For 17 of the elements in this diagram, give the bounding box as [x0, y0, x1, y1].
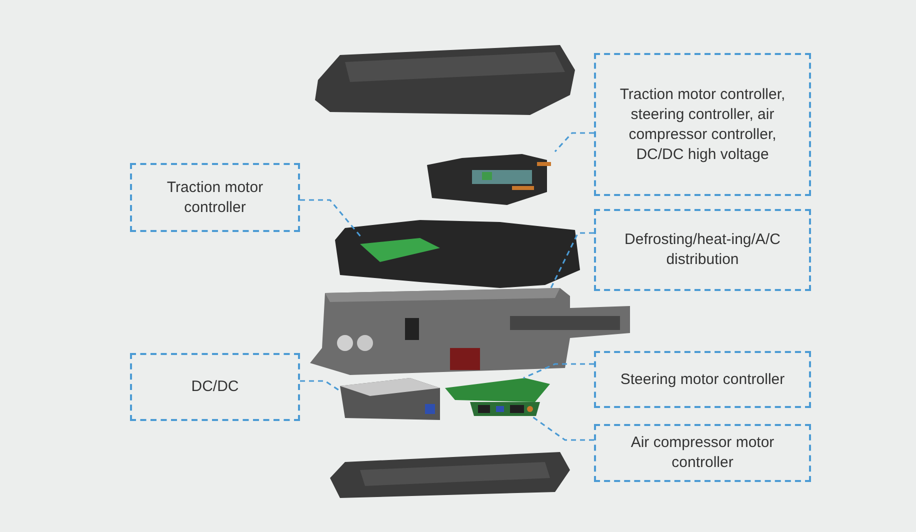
callout-box: Traction motor controller, steering controller, air compressor controller, DC/DC high voltage [594, 53, 811, 196]
leader-line [523, 363, 594, 379]
callout-box: Steering motor controller [594, 351, 811, 408]
callout-box: Air compressor motor controller [594, 424, 811, 482]
main-housing [310, 288, 630, 375]
callout-box: DC/DC [130, 353, 300, 421]
leader-line [550, 232, 594, 288]
leader-line [530, 415, 594, 441]
callout-box: Traction motor controller [130, 163, 300, 232]
circuit-board [470, 402, 540, 416]
circuit-board [360, 238, 440, 262]
leader-line [300, 199, 363, 239]
leader-line [554, 132, 594, 152]
dcdc-module [340, 378, 440, 420]
leader-line [300, 380, 340, 392]
circuit-board [445, 378, 550, 402]
callout-box: Defrosting/heat-ing/A/C distribution [594, 209, 811, 291]
